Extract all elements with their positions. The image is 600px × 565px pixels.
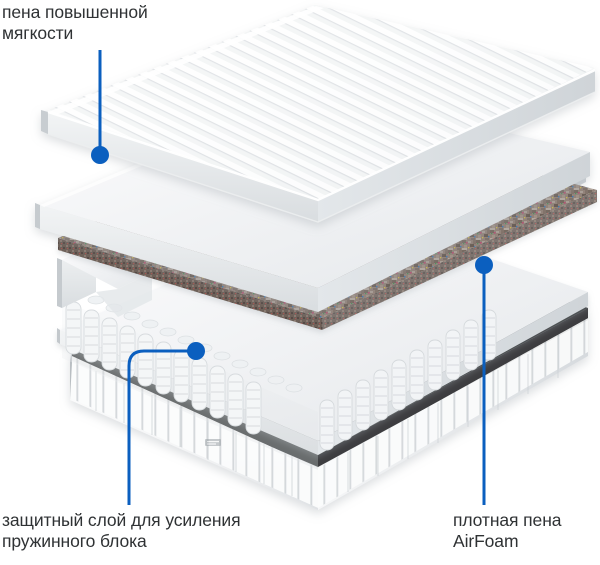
spring-coils-right [319,309,497,451]
layer-quilted-cover [41,5,596,223]
brand-tag-icon [205,439,221,446]
layer-pocket-springs [62,295,497,470]
callout-label-top-foam: пена повышенной мягкости [2,2,148,43]
leader-dot-airfoam [475,256,493,274]
callout-label-spring-protect: защитный слой для усиления пружинного бл… [2,510,241,551]
leader-dot-spring-protect [187,342,205,360]
leader-line-spring-protect [127,349,196,505]
leader-dot-top-foam [91,146,109,164]
spring-coils-front [62,300,318,470]
spring-coils-top [87,295,303,393]
callout-label-airfoam: плотная пена AirFoam [453,510,562,551]
